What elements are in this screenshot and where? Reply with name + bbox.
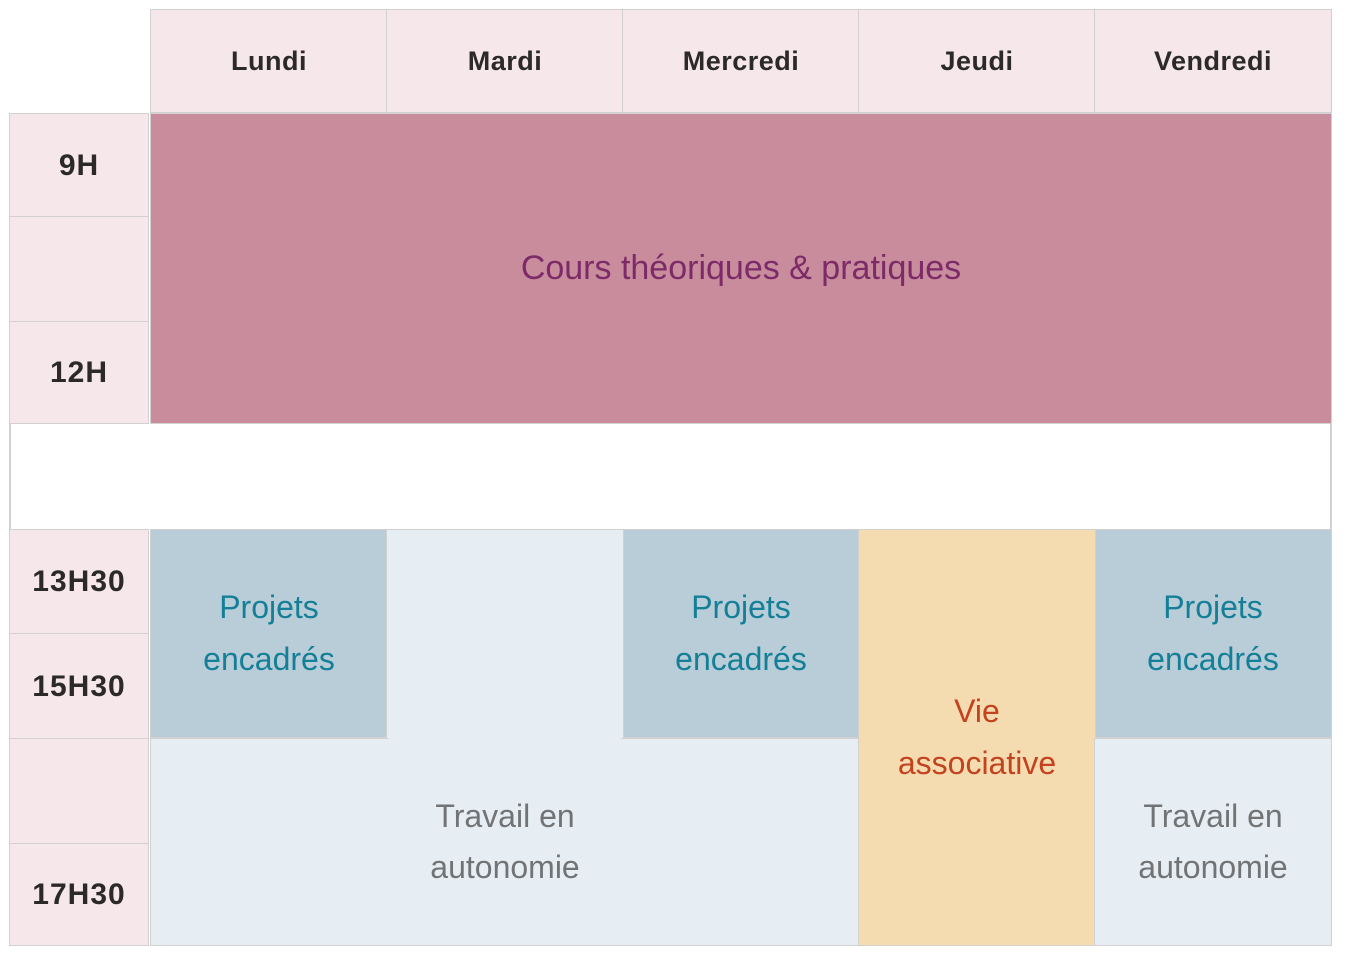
time-cell-9h: 9H [10, 114, 148, 217]
block-projets-encadres-mercredi: Projets encadrés [623, 530, 859, 737]
block-travail-autonomie-left-band [151, 739, 859, 945]
day-header-vendredi: Vendredi [1095, 10, 1331, 112]
block-projets-encadres-vendredi: Projets encadrés [1095, 530, 1331, 737]
time-cell-12h: 12H [10, 322, 148, 423]
time-cell-15h30: 15H30 [10, 634, 148, 739]
time-cell-17h30: 17H30 [10, 844, 148, 945]
block-travail-autonomie-left-fill [389, 733, 621, 743]
block-travail-autonomie-vendredi: Travail en autonomie [1095, 739, 1331, 945]
day-header-mercredi: Mercredi [623, 10, 859, 112]
day-header-jeudi: Jeudi [859, 10, 1095, 112]
time-cell-blank-morning [10, 217, 148, 322]
table-left-border-segment [9, 423, 11, 530]
block-vie-associative-jeudi: Vie associative [859, 530, 1095, 945]
time-cell-13h30: 13H30 [10, 530, 148, 634]
block-projets-encadres-lundi: Projets encadrés [151, 530, 387, 737]
day-header-lundi: Lundi [151, 10, 387, 112]
time-cell-blank-afternoon [10, 739, 148, 844]
table-right-border-segment [1330, 423, 1332, 530]
day-header-mardi: Mardi [387, 10, 623, 112]
block-travail-autonomie-left-label: Travail en autonomie [430, 797, 580, 885]
block-cours-theoriques-pratiques: Cours théoriques & pratiques [151, 114, 1331, 423]
block-travail-autonomie-mardi-top [387, 530, 623, 739]
